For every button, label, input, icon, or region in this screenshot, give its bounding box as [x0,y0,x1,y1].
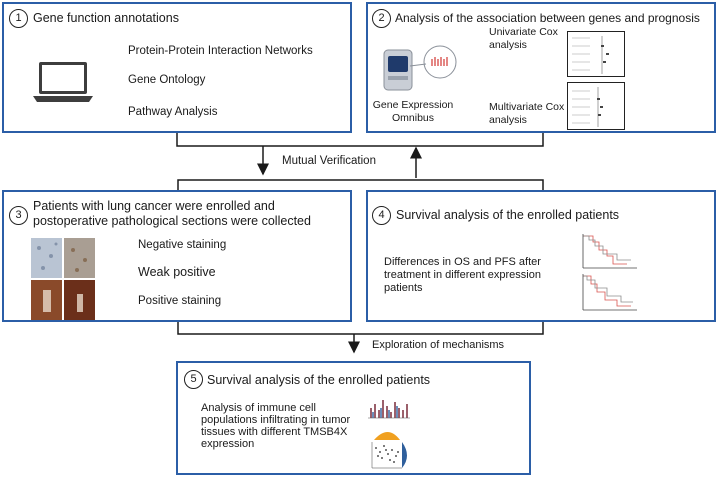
step-number-2: 2 [372,9,391,28]
weak-positive-label: Weak positive [138,265,216,279]
panel-survival-enrolled [366,190,716,322]
laptop-icon [31,60,95,109]
panel-2-title: Analysis of the association between gene… [395,11,700,25]
geo-label: Gene Expression Omnibus [372,99,454,124]
panel-4-title: Survival analysis of the enrolled patien… [396,208,620,222]
exploration-label: Exploration of mechanisms [372,339,505,351]
mutual-verification-label: Mutual Verification [282,155,376,167]
panel-1-title: Gene function annotations [33,11,179,25]
panel-4-description: Differences in OS and PFS after treatmen… [384,256,541,294]
gene-ontology-label: Gene Ontology [128,74,206,86]
ppi-networks-label: Protein-Protein Interaction Networks [128,45,313,57]
pathway-analysis-label: Pathway Analysis [128,106,218,118]
univariate-cox-label: Univariate Cox analysis [489,26,558,51]
panel-3-title: Patients with lung cancer were enrolled … [33,199,311,228]
survival-curves-plot [577,232,645,323]
pathology-section-images [31,238,95,320]
step-number-4: 4 [372,206,391,225]
panel-5-description: Analysis of immune cell populations infi… [201,402,351,450]
step-number-3: 3 [9,206,28,225]
step-number-5: 5 [184,370,203,389]
panel-5-title: Survival analysis of the enrolled patien… [207,373,431,387]
univariate-forest-plot [567,31,625,77]
immune-infiltration-plots [366,394,434,475]
panel-prognosis [366,2,716,133]
panel-mechanisms [176,361,531,475]
positive-staining-label: Positive staining [138,295,222,307]
step-number-1: 1 [9,9,28,28]
multivariate-forest-plot [567,82,625,130]
multivariate-cox-label: Multivariate Cox analysis [489,101,565,126]
negative-staining-label: Negative staining [138,239,227,251]
sequencer-icon [380,44,472,101]
